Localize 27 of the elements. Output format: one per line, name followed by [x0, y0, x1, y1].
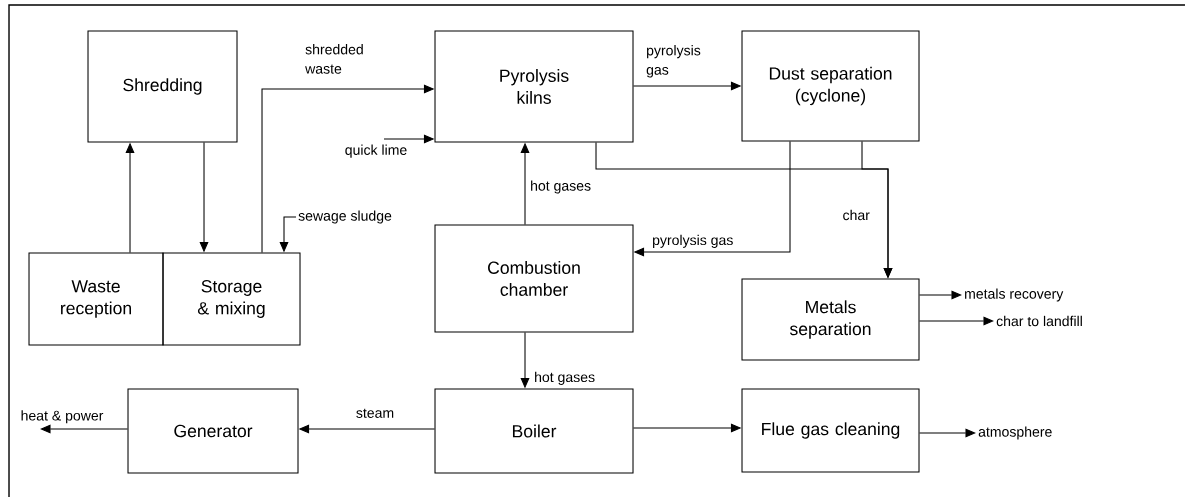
edge-label: char	[840, 208, 872, 222]
edge-label: shredded waste	[303, 42, 367, 76]
process-box: Boiler	[434, 388, 634, 474]
process-box: Pyrolysis kilns	[434, 30, 634, 143]
process-box: Generator	[127, 388, 299, 474]
edge-label: hot gases	[532, 370, 597, 387]
edge-label: pyrolysis gas	[644, 43, 701, 80]
process-box: Flue gas cleaning	[741, 388, 920, 473]
arrow	[919, 428, 976, 438]
edge-label: pyrolysis gas	[650, 233, 736, 250]
process-box: Storage & mixing	[162, 252, 301, 346]
process-box: Dust separation (cyclone)	[741, 30, 920, 142]
arrow	[40, 424, 128, 434]
stream-label: atmosphere	[978, 426, 1052, 440]
edge-label: hot gases	[528, 178, 593, 196]
stream-label: quick lime	[345, 144, 407, 158]
arrow	[919, 290, 962, 300]
process-box: Combustion chamber	[434, 224, 634, 333]
stream-label: sewage sludge	[298, 210, 392, 224]
stream-label: heat & power	[21, 410, 104, 424]
edge-label: steam	[354, 406, 396, 420]
stream-label: metals recovery	[965, 288, 1064, 302]
stream-label: char to landfill	[996, 315, 1082, 327]
process-box: Waste reception	[28, 252, 164, 346]
process-box: Shredding	[87, 30, 238, 143]
arrow	[919, 316, 994, 326]
process-box: Metals separation	[741, 278, 920, 361]
